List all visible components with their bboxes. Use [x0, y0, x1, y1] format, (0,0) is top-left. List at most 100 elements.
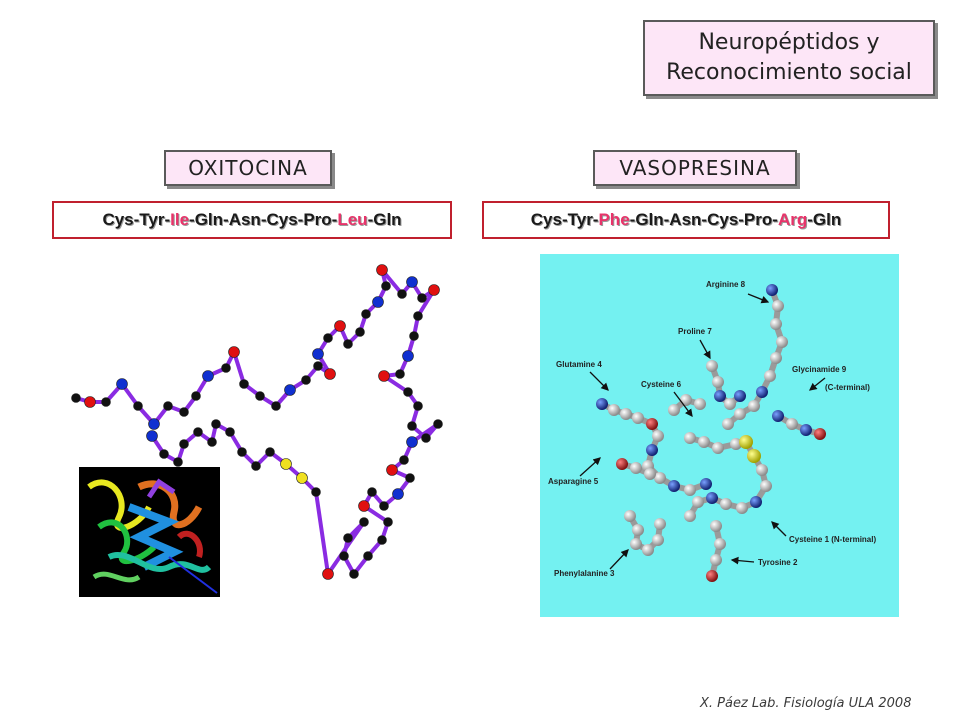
vaso-atom-W: [760, 480, 772, 492]
oxy-atom-C: [255, 391, 265, 401]
label-tyrosine: Tyrosine 2: [758, 558, 798, 567]
oxy-atom-C: [237, 447, 247, 457]
oxy-atom-C: [399, 455, 409, 465]
ribbon-svg: [87, 478, 218, 594]
oxy-atom-O: [228, 346, 240, 358]
vasopresina-structure: Arginine 8 Proline 7 Glutamine 4 Cystein…: [540, 254, 899, 617]
oxy-atom-O: [324, 368, 336, 380]
label-proline: Proline 7: [678, 327, 712, 336]
vaso-atom-W: [710, 520, 722, 532]
vaso-atom-W: [608, 404, 620, 416]
oxy-atom-C: [207, 437, 217, 447]
oxy-atom-C: [377, 535, 387, 545]
oxy-atom-O: [428, 284, 440, 296]
oxy-atom-O: [386, 464, 398, 476]
vaso-atom-W: [684, 510, 696, 522]
vaso-atom-W: [692, 496, 704, 508]
vaso-atom-W: [714, 538, 726, 550]
oxy-atom-O: [84, 396, 96, 408]
oxy-bond: [326, 520, 366, 576]
oxy-atom-C: [179, 439, 189, 449]
vaso-atom-W: [668, 404, 680, 416]
oxy-atom-N: [146, 430, 158, 442]
vaso-atom-B: [714, 390, 726, 402]
vaso-atom-B: [756, 386, 768, 398]
oxy-bond: [314, 491, 330, 575]
oxy-atom-C: [339, 551, 349, 561]
vaso-atom-W: [630, 462, 642, 474]
vaso-atom-W: [776, 336, 788, 348]
vaso-atom-R: [814, 428, 826, 440]
oxy-atom-C: [265, 447, 275, 457]
oxy-atom-C: [405, 473, 415, 483]
arrow-cysteine-1: [771, 521, 787, 537]
vasopresina-molecule-svg: Arginine 8 Proline 7 Glutamine 4 Cystein…: [548, 280, 876, 582]
title-line-1: Neuropéptidos y: [698, 30, 880, 55]
footer-credit: X. Páez Lab. Fisiología ULA 2008: [700, 696, 912, 711]
oxy-atom-C: [407, 421, 417, 431]
seq-part: Cys-Tyr-: [102, 210, 171, 229]
vaso-atom-W: [710, 554, 722, 566]
vaso-atom-W: [712, 376, 724, 388]
oxy-atom-O: [358, 500, 370, 512]
label-phenylalanine: Phenylalanine 3: [554, 569, 615, 578]
vaso-atom-W: [764, 370, 776, 382]
oxy-atom-N: [202, 370, 214, 382]
oxy-atom-N: [312, 348, 324, 360]
vaso-atom-W: [654, 472, 666, 484]
label-c-terminal: (C-terminal): [825, 383, 870, 392]
oxy-atom-N: [406, 276, 418, 288]
oxy-atom-O: [334, 320, 346, 332]
oxy-atom-C: [417, 293, 427, 303]
oxy-atom-C: [381, 281, 391, 291]
arrow-cysteine-6: [673, 391, 693, 418]
oxy-atom-N: [392, 488, 404, 500]
oxy-atom-C: [323, 333, 333, 343]
vaso-atom-W: [720, 498, 732, 510]
vaso-atom-W: [734, 408, 746, 420]
seq-part-highlight: Leu: [337, 210, 368, 229]
arrow-glycinamide: [808, 377, 826, 391]
vaso-atom-Y: [747, 449, 761, 463]
oxy-atom-O: [322, 568, 334, 580]
oxy-atom-C: [133, 401, 143, 411]
vaso-atom-W: [712, 442, 724, 454]
vaso-atom-W: [736, 502, 748, 514]
label-asparagine: Asparagine 5: [548, 477, 599, 486]
oxy-atom-C: [367, 487, 377, 497]
oxy-atom-C: [271, 401, 281, 411]
seq-part-highlight: Arg: [777, 210, 808, 229]
seq-part-highlight: Phe: [598, 210, 630, 229]
vaso-atom-W: [770, 318, 782, 330]
vaso-atom-W: [620, 408, 632, 420]
oxy-atom-C: [361, 309, 371, 319]
oxitocina-structure: [66, 256, 486, 596]
label-cysteine-6: Cysteine 6: [641, 380, 682, 389]
label-cysteine-1: Cysteine 1 (N-terminal): [789, 535, 876, 544]
oxy-atom-C: [159, 449, 169, 459]
protein-ribbon-image: [79, 467, 220, 597]
vaso-atom-W: [654, 518, 666, 530]
vaso-atom-W: [694, 398, 706, 410]
oxy-atom-C: [191, 391, 201, 401]
oxitocina-label: OXITOCINA: [164, 150, 332, 186]
seq-part: Cys-Tyr-: [530, 210, 599, 229]
oxy-atom-C: [409, 331, 419, 341]
vaso-atom-W: [630, 538, 642, 550]
vaso-atom-B: [668, 480, 680, 492]
vaso-atom-W: [684, 484, 696, 496]
oxy-atom-C: [363, 551, 373, 561]
oxy-atom-C: [395, 369, 405, 379]
oxy-atom-C: [383, 517, 393, 527]
oxy-atom-C: [359, 517, 369, 527]
vaso-atom-W: [644, 468, 656, 480]
vaso-atom-W: [724, 398, 736, 410]
seq-part-highlight: Ile: [170, 210, 190, 229]
oxy-atom-C: [71, 393, 81, 403]
vaso-atom-W: [632, 524, 644, 536]
vaso-atom-R: [646, 418, 658, 430]
arrow-proline: [699, 339, 711, 360]
title-box: Neuropéptidos y Reconocimiento social: [643, 20, 935, 96]
oxy-atom-C: [311, 487, 321, 497]
seq-part: -Gln-Asn-Cys-Pro-: [629, 210, 778, 229]
